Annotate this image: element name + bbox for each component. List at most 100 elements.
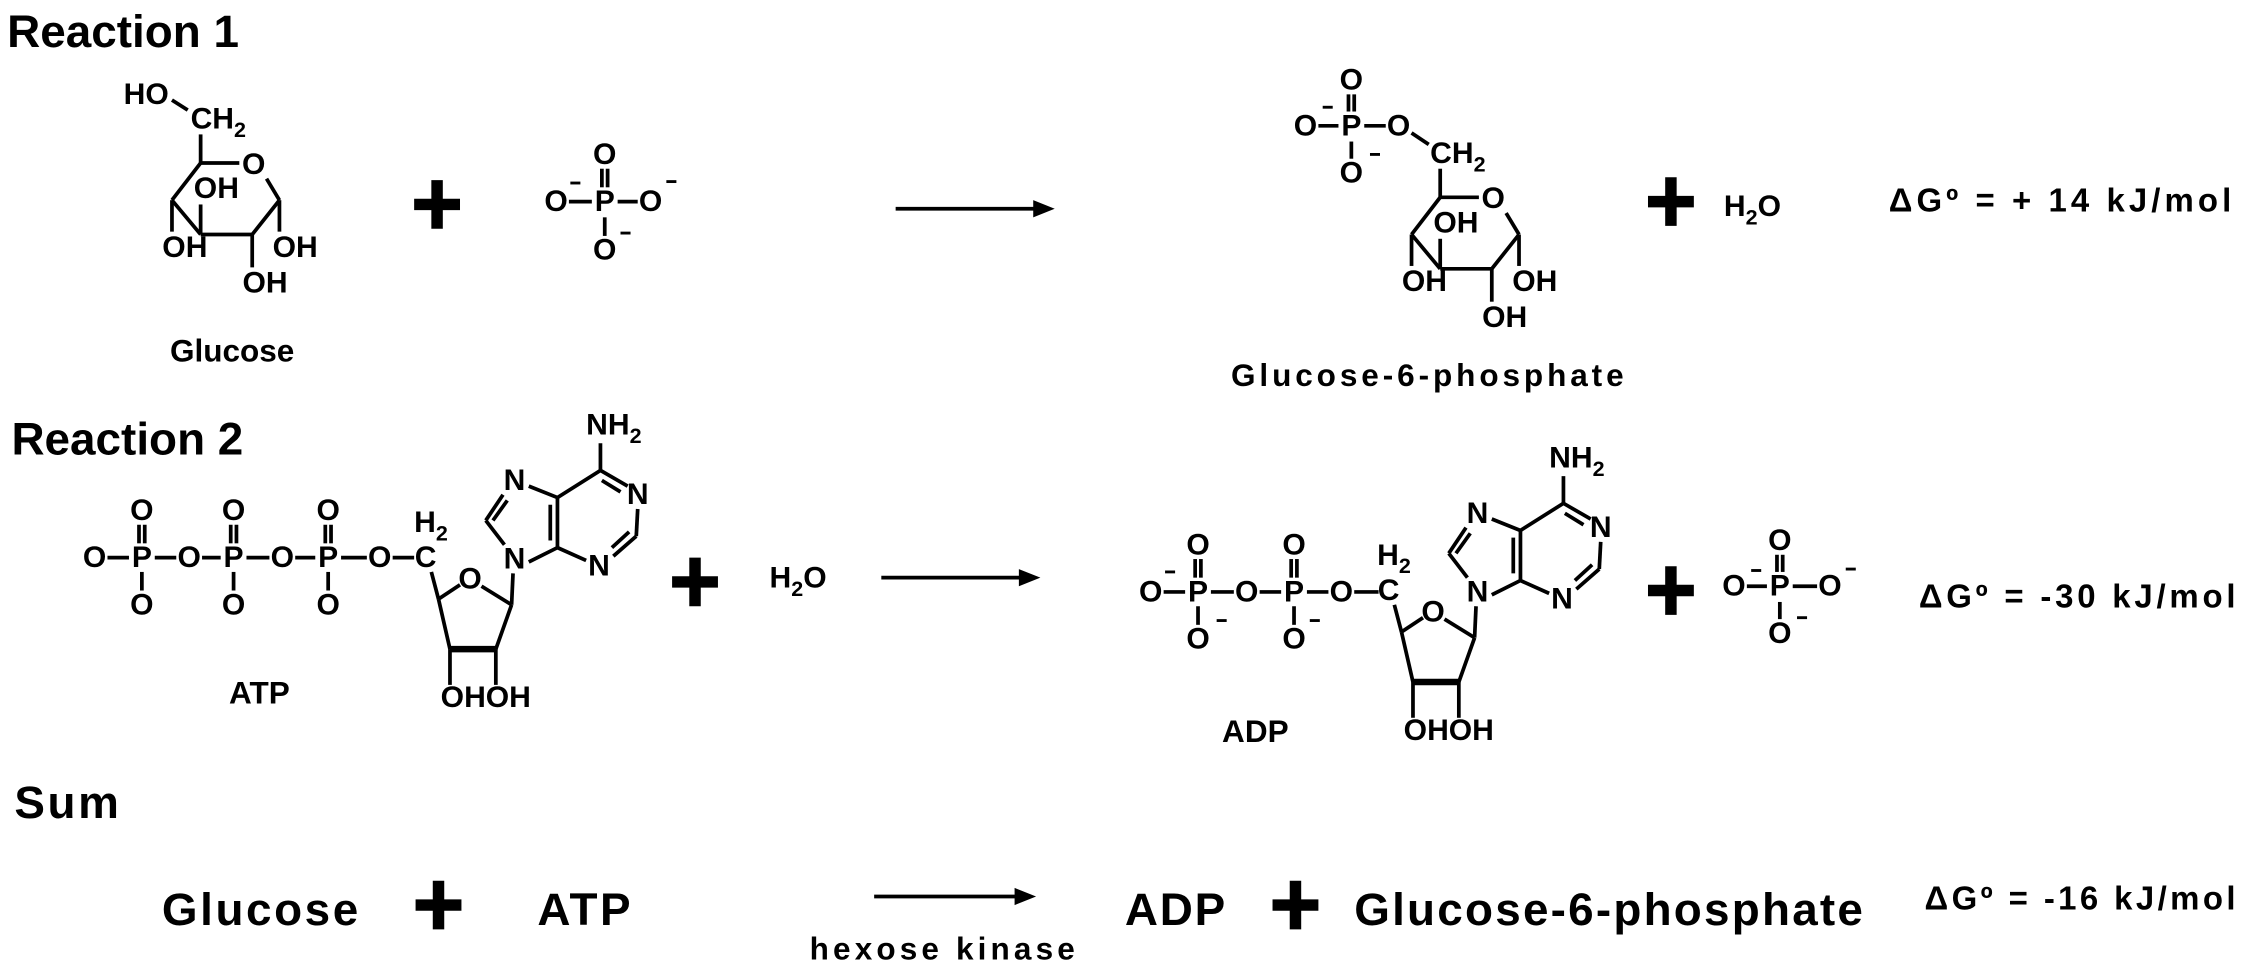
atom-o: O	[1768, 617, 1791, 650]
sum-atp: ATP	[537, 884, 630, 935]
g6p-phosphate: O P O O O	[1294, 64, 1430, 190]
plus-icon	[414, 180, 461, 229]
bond	[484, 493, 505, 522]
atom-o: O	[130, 588, 153, 621]
atom-o: O	[271, 541, 294, 574]
atom-n3: N	[588, 550, 610, 583]
sum-adp: ADP	[1125, 884, 1225, 935]
atom-p: P	[132, 541, 152, 574]
bond	[494, 604, 514, 650]
atom-p: P	[1341, 109, 1361, 142]
bond	[491, 499, 509, 522]
sum-g6p: Glucose-6-phosphate	[1354, 884, 1863, 935]
plus-icon	[1647, 566, 1694, 615]
atom-o: O	[1722, 570, 1745, 603]
atom-o: O	[1186, 623, 1209, 656]
bond	[556, 545, 587, 563]
atom-oh: OH	[162, 231, 207, 264]
atom-oh: OH	[273, 231, 318, 264]
atom-oh: OH	[194, 172, 239, 205]
bond	[484, 519, 506, 546]
sum-glucose: Glucose	[162, 884, 358, 935]
atom-text-part: O	[1758, 189, 1781, 222]
atom-oh: OH	[243, 267, 288, 300]
atom-o: O	[1340, 64, 1363, 97]
atom-p: P	[224, 541, 244, 574]
plus-icon	[1647, 177, 1694, 226]
atom-h2: H2	[414, 505, 448, 545]
atom-p: P	[1770, 570, 1790, 603]
bond	[170, 198, 203, 236]
atom-text-part: 2	[1746, 205, 1758, 229]
arrowhead-icon	[1018, 569, 1041, 587]
arrowhead-icon	[1014, 887, 1037, 906]
atom-o: O	[544, 185, 567, 218]
arrowhead-icon	[1033, 200, 1055, 218]
atom-text-part: 2	[791, 577, 803, 601]
atom-text-part: H	[770, 561, 792, 594]
atom-ring-o: O	[458, 563, 481, 596]
bond	[436, 598, 452, 650]
atom-ohoh: OHOH	[441, 681, 531, 714]
atom-p: P	[1284, 575, 1304, 608]
atom-nh2: NH2	[586, 408, 641, 448]
atom-p: P	[595, 185, 615, 218]
sum-heading: Sum	[14, 777, 119, 828]
bond	[599, 468, 629, 488]
atom-ring-o: O	[242, 148, 265, 181]
atom-o: O	[1330, 575, 1353, 608]
bond	[610, 530, 631, 549]
atom-o: O	[639, 185, 662, 218]
bond	[437, 583, 462, 601]
atp-triphosphate: O P O P O P O O O O O O O	[83, 494, 415, 621]
bond	[634, 508, 640, 537]
atom-o: O	[593, 234, 616, 267]
bond	[556, 468, 602, 500]
atom-o: O	[1294, 109, 1317, 142]
atom-o: O	[368, 541, 391, 574]
bond	[600, 478, 622, 494]
atom-text-part: CH	[191, 102, 234, 135]
atom-o: O	[316, 494, 339, 527]
bond	[264, 177, 282, 202]
reaction1-delta-g: ΔGº = + 14 kJ/mol	[1889, 182, 2231, 219]
adenosine-structure: C H2 O OHOH N N N N NH2	[414, 408, 648, 714]
atom-o: O	[1340, 157, 1363, 190]
atom-text-part: 2	[234, 118, 246, 142]
atom-p: P	[318, 541, 338, 574]
atom-o: O	[1186, 528, 1209, 561]
adp-diphosphate: O P O P O O O O O	[1139, 528, 1379, 656]
bond	[509, 573, 515, 605]
reaction2-delta-g: ΔGº = -30 kJ/mol	[1919, 578, 2236, 615]
plus-icon	[1272, 880, 1319, 930]
adp-adenosine	[1377, 441, 1611, 747]
bond	[1410, 131, 1430, 146]
atom-o: O	[177, 541, 200, 574]
adp-label: ADP	[1222, 713, 1289, 749]
plus-icon	[672, 557, 718, 607]
bond	[480, 584, 513, 607]
atom-o: O	[1768, 524, 1791, 557]
atom-o: O	[1387, 109, 1410, 142]
atom-text-part: H	[414, 505, 436, 538]
water: H2O	[1724, 189, 1781, 229]
atom-text-part: H	[1724, 189, 1746, 222]
plus-icon	[415, 880, 462, 930]
bond	[528, 484, 559, 500]
atom-o: O	[1282, 528, 1305, 561]
glucose-label: Glucose	[170, 333, 294, 369]
atom-ho: HO	[124, 78, 169, 111]
bond	[527, 545, 559, 564]
water: H2O	[770, 561, 827, 601]
atom-c: C	[415, 541, 437, 574]
atom-text-part: 2	[436, 521, 448, 545]
atom-n1: N	[627, 478, 649, 511]
atom-o: O	[593, 138, 616, 171]
atom-n7: N	[504, 464, 526, 497]
phosphate-structure: O P O O O	[1722, 524, 1856, 650]
atom-o: O	[83, 541, 106, 574]
g6p-label: Glucose-6-phosphate	[1231, 357, 1624, 393]
atom-text-part: O	[803, 561, 826, 594]
bond	[250, 199, 281, 236]
